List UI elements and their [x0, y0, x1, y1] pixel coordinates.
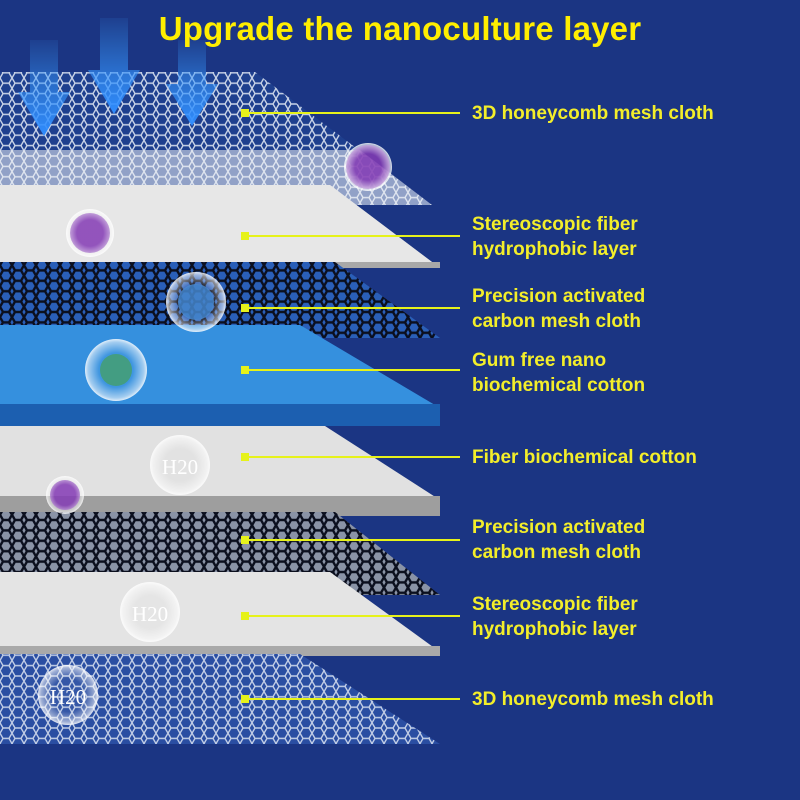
layer-label-4-line1: Gum free nano	[472, 350, 607, 371]
layer-label-2: Stereoscopic fiber hydrophobic layer	[472, 212, 792, 262]
layer-label-2-line2: hydrophobic layer	[472, 239, 637, 260]
layer-honeycomb-mesh-bottom	[0, 654, 440, 744]
layer-label-1-line1: 3D honeycomb mesh cloth	[472, 103, 714, 124]
layer-label-5: Fiber biochemical cotton	[472, 445, 792, 470]
bubble-water-3-label: H20	[50, 685, 86, 709]
layer-label-6-line1: Precision activated	[472, 517, 646, 538]
bubble-water-1: H20	[150, 435, 210, 495]
bubble-virus-4	[85, 339, 147, 401]
layer-label-7-line1: Stereoscopic fiber	[472, 594, 638, 615]
layer-label-3-line2: carbon mesh cloth	[472, 311, 641, 332]
layer-label-6: Precision activated carbon mesh cloth	[472, 515, 792, 565]
bubble-virus-5	[46, 476, 84, 514]
layer-label-8-line1: 3D honeycomb mesh cloth	[472, 689, 714, 710]
bubble-water-1-label: H20	[162, 455, 198, 479]
layer-blue-cotton	[0, 325, 440, 426]
down-arrow-icon	[18, 18, 218, 136]
layer-label-4-line2: biochemical cotton	[472, 375, 646, 396]
bubble-water-3: H20	[38, 665, 98, 725]
layer-label-3-line1: Precision activated	[472, 286, 646, 307]
layer-fiber-cotton	[0, 426, 440, 516]
page-title: Upgrade the nanoculture layer	[158, 10, 642, 47]
layer-hydrophobic-top	[0, 185, 440, 268]
bubble-virus-3	[166, 272, 226, 332]
layer-label-2-line1: Stereoscopic fiber	[472, 214, 638, 235]
layer-label-7-line2: hydrophobic layer	[472, 619, 637, 640]
layer-label-8: 3D honeycomb mesh cloth	[472, 687, 792, 712]
layer-label-7: Stereoscopic fiber hydrophobic layer	[472, 592, 792, 642]
layer-hydrophobic-bottom	[0, 572, 440, 656]
layer-label-1: 3D honeycomb mesh cloth	[472, 101, 792, 126]
bubble-virus-2	[66, 209, 114, 257]
bubble-virus-1	[344, 143, 392, 191]
leader-lines	[241, 109, 460, 703]
layer-label-5-line1: Fiber biochemical cotton	[472, 447, 697, 468]
bubble-water-2: H20	[120, 582, 180, 642]
layer-label-3: Precision activated carbon mesh cloth	[472, 284, 792, 334]
layer-label-6-line2: carbon mesh cloth	[472, 542, 641, 563]
bubble-water-2-label: H20	[132, 602, 168, 626]
layer-label-4: Gum free nano biochemical cotton	[472, 348, 792, 398]
